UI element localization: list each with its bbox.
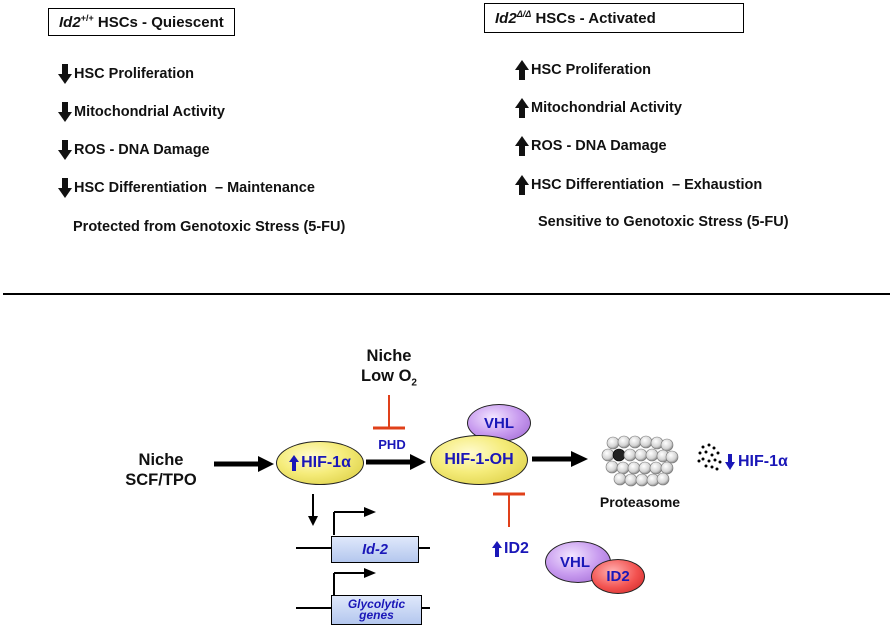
up-arrow-icon bbox=[515, 175, 529, 195]
niche-scf-line1: Niche bbox=[138, 451, 184, 469]
right-item-label: Mitochondrial Activity bbox=[531, 100, 682, 116]
niche-o2-line1: Niche bbox=[366, 347, 412, 365]
right-item-label: HSC Proliferation bbox=[531, 62, 652, 78]
niche-low-o2-label: Niche Low O2 bbox=[350, 346, 428, 393]
id2-gene-box: Id-2 bbox=[331, 536, 419, 563]
id2-increase-label: ID2 bbox=[504, 540, 529, 557]
glycolytic-genes-box: Glycolytic genes bbox=[331, 595, 422, 625]
right-note-text: Sensitive to Genotoxic Stress (5-FU) bbox=[538, 214, 789, 230]
niche-o2-line2: Low O bbox=[361, 367, 412, 385]
right-note: Sensitive to Genotoxic Stress (5-FU) bbox=[538, 214, 789, 230]
left-panel-title: Id2+/+ HSCs - Quiescent bbox=[48, 8, 235, 36]
right-title-gene: Id2 bbox=[495, 10, 517, 27]
down-arrow-icon bbox=[58, 140, 72, 160]
hif1a-label: HIF-1α bbox=[301, 454, 351, 471]
down-arrow-icon bbox=[58, 102, 72, 122]
id2-bound-node: ID2 bbox=[591, 559, 645, 594]
left-item-mitochondrial: Mitochondrial Activity bbox=[58, 102, 225, 122]
hifoh-to-proteasome-arrow bbox=[532, 451, 588, 467]
left-item-label: ROS - DNA Damage bbox=[74, 142, 210, 158]
hif1a-node: HIF-1α bbox=[276, 441, 364, 485]
down-arrow-icon bbox=[58, 64, 72, 84]
up-arrow-icon bbox=[515, 136, 529, 156]
left-item-label: HSC Proliferation bbox=[74, 66, 195, 82]
hif1oh-label: HIF-1-OH bbox=[444, 451, 514, 468]
degraded-fragments-icon bbox=[697, 443, 722, 471]
proteasome-label: Proteasome bbox=[599, 494, 681, 510]
left-item-ros: ROS - DNA Damage bbox=[58, 140, 210, 160]
right-item-proliferation: HSC Proliferation bbox=[515, 60, 651, 80]
id2-bound-label: ID2 bbox=[606, 568, 630, 585]
id2-increase: ID2 bbox=[492, 540, 529, 558]
down-arrow-icon bbox=[58, 178, 72, 198]
right-title-text: HSCs - Activated bbox=[531, 10, 656, 27]
niche-o2-subscript: 2 bbox=[411, 377, 417, 389]
right-title-superscript: Δ/Δ bbox=[516, 9, 532, 19]
left-item-label: Mitochondrial Activity bbox=[74, 104, 225, 120]
vhl-bottom-label: VHL bbox=[560, 553, 590, 571]
left-item-proliferation: HSC Proliferation bbox=[58, 64, 194, 84]
left-note-text: Protected from Genotoxic Stress (5-FU) bbox=[73, 219, 346, 235]
hif1a-decrease: HIF-1α bbox=[725, 453, 788, 471]
id2-gene-label: Id-2 bbox=[362, 541, 388, 558]
left-item-label: HSC Differentiation – Maintenance bbox=[74, 180, 315, 196]
up-arrow-icon bbox=[289, 455, 300, 471]
hif1a-decrease-label: HIF-1α bbox=[738, 453, 788, 470]
section-divider bbox=[3, 293, 890, 295]
left-title-gene: Id2 bbox=[59, 14, 81, 31]
left-note: Protected from Genotoxic Stress (5-FU) bbox=[73, 219, 345, 235]
left-title-superscript: +/+ bbox=[80, 13, 94, 23]
right-item-label: ROS - DNA Damage bbox=[531, 138, 667, 154]
right-panel-title: Id2Δ/Δ HSCs - Activated bbox=[484, 3, 744, 33]
down-arrow-icon bbox=[725, 454, 735, 470]
hif1oh-node: HIF-1-OH bbox=[430, 435, 528, 485]
phd-label: PHD bbox=[378, 437, 406, 452]
up-arrow-icon bbox=[492, 541, 502, 557]
niche-scf-line2: SCF/TPO bbox=[125, 471, 197, 489]
hif-to-genes-arrow bbox=[308, 494, 318, 526]
id2-inhibition bbox=[493, 492, 525, 527]
niche-scf-label: Niche SCF/TPO bbox=[120, 450, 202, 490]
glycolytic-genes-label: Glycolytic genes bbox=[347, 597, 406, 622]
right-item-differentiation: HSC Differentiation – Exhaustion bbox=[515, 175, 762, 195]
right-item-ros: ROS - DNA Damage bbox=[515, 136, 667, 156]
vhl-top-label: VHL bbox=[484, 414, 514, 432]
up-arrow-icon bbox=[515, 60, 529, 80]
scf-to-hif-arrow bbox=[214, 456, 274, 472]
up-arrow-icon bbox=[515, 98, 529, 118]
low-o2-inhibition bbox=[373, 395, 405, 430]
hif-to-hifoh-arrow bbox=[366, 454, 426, 470]
right-item-label: HSC Differentiation – Exhaustion bbox=[531, 177, 763, 193]
proteasome-icon bbox=[601, 435, 679, 487]
left-title-text: HSCs - Quiescent bbox=[93, 14, 224, 31]
right-item-mitochondrial: Mitochondrial Activity bbox=[515, 98, 682, 118]
left-item-differentiation: HSC Differentiation – Maintenance bbox=[58, 178, 315, 198]
